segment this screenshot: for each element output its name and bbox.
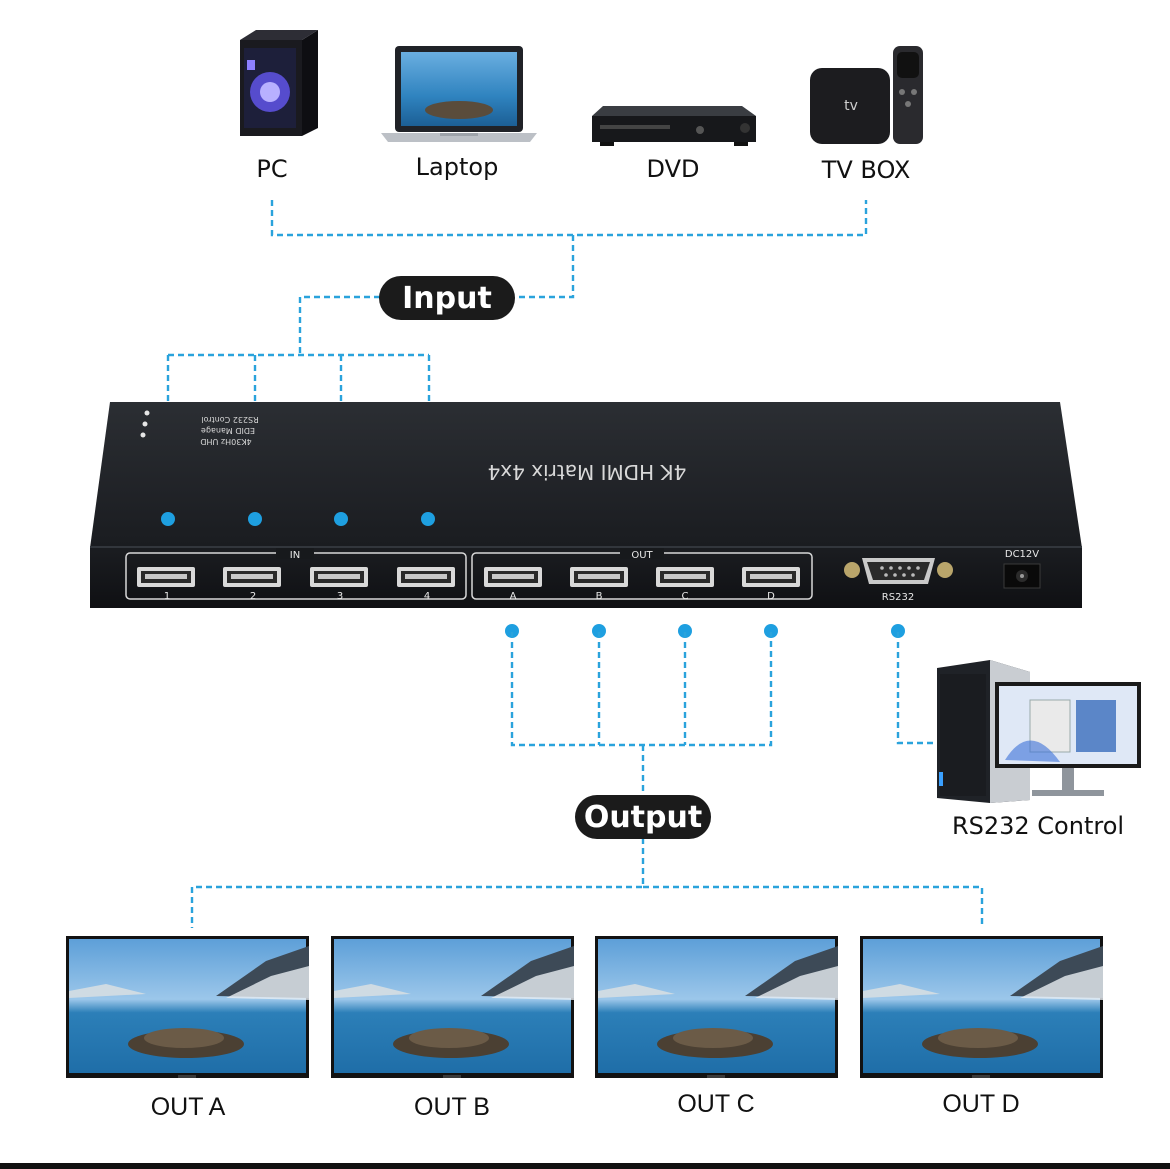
rs232-control-label: RS232 Control <box>952 812 1124 840</box>
out-port-label-c: C <box>682 591 689 602</box>
indicator-rs232: RS232 Control <box>201 415 258 424</box>
hdmi-out-port-b[interactable] <box>570 567 628 587</box>
monitor-icon <box>66 936 309 1078</box>
display-out-c <box>595 936 838 1078</box>
output-connector-lines <box>190 624 984 928</box>
indicator-leds: RS232 Control EDID Manage 4K30Hz UHD <box>140 410 259 446</box>
indicator-edid: EDID Manage <box>201 426 255 435</box>
display-out-b <box>331 936 574 1078</box>
input-tag-label: Input <box>402 281 492 316</box>
display-label-out-c: OUT C <box>677 1090 754 1118</box>
hdmi-in-port-3[interactable] <box>310 567 368 587</box>
indicator-uhd: 4K30Hz UHD <box>200 437 251 446</box>
display-label-out-d: OUT D <box>942 1090 1019 1118</box>
out-port-label-a: A <box>510 591 517 602</box>
out-group-label: OUT <box>631 550 653 561</box>
source-label-pc: PC <box>256 155 287 183</box>
hdmi-out-port-d[interactable] <box>742 567 800 587</box>
hdmi-out-port-c[interactable] <box>656 567 714 587</box>
display-label-out-a: OUT A <box>151 1093 226 1121</box>
laptop-icon <box>381 46 537 142</box>
monitor-icon <box>331 936 574 1078</box>
source-label-laptop: Laptop <box>416 153 499 181</box>
hdmi-in-port-2[interactable] <box>223 567 281 587</box>
source-label-tv-box: TV BOX <box>821 156 911 184</box>
output-tag-label: Output <box>584 800 702 835</box>
hdmi-in-port-1[interactable] <box>137 567 195 587</box>
rs232-label: RS232 <box>882 592 914 603</box>
monitor-icon <box>860 936 1103 1078</box>
display-out-a <box>66 936 309 1078</box>
in-port-label-3: 3 <box>337 591 343 602</box>
pc-tower-icon <box>240 30 318 136</box>
out-port-label-b: B <box>596 591 603 602</box>
monitor-icon <box>595 936 838 1078</box>
input-port-dots <box>161 512 435 526</box>
input-tag: Input <box>379 276 515 320</box>
svg-text:tv: tv <box>844 98 858 114</box>
power-label: DC12V <box>1005 549 1039 560</box>
rs232-port[interactable] <box>844 558 953 584</box>
source-label-dvd: DVD <box>647 155 700 183</box>
in-port-label-2: 2 <box>250 591 256 602</box>
dvd-player-icon <box>592 106 756 146</box>
in-port-label-4: 4 <box>424 591 430 602</box>
hdmi-in-port-4[interactable] <box>397 567 455 587</box>
bottom-divider <box>0 1163 1170 1169</box>
out-port-label-d: D <box>767 591 775 602</box>
device-title: 4K HDMI Matrix 4x4 <box>488 460 687 484</box>
in-group-label: IN <box>290 550 300 561</box>
display-out-d <box>860 936 1103 1078</box>
tv-box-icon: tv <box>810 46 923 144</box>
hdmi-out-port-a[interactable] <box>484 567 542 587</box>
matrix-device: RS232 Control EDID Manage 4K30Hz UHD 4K … <box>90 402 1082 608</box>
desktop-computer-icon <box>937 660 1141 803</box>
power-jack[interactable] <box>1003 563 1041 589</box>
output-tag: Output <box>575 795 711 839</box>
in-port-label-1: 1 <box>164 591 170 602</box>
display-label-out-b: OUT B <box>414 1093 490 1121</box>
